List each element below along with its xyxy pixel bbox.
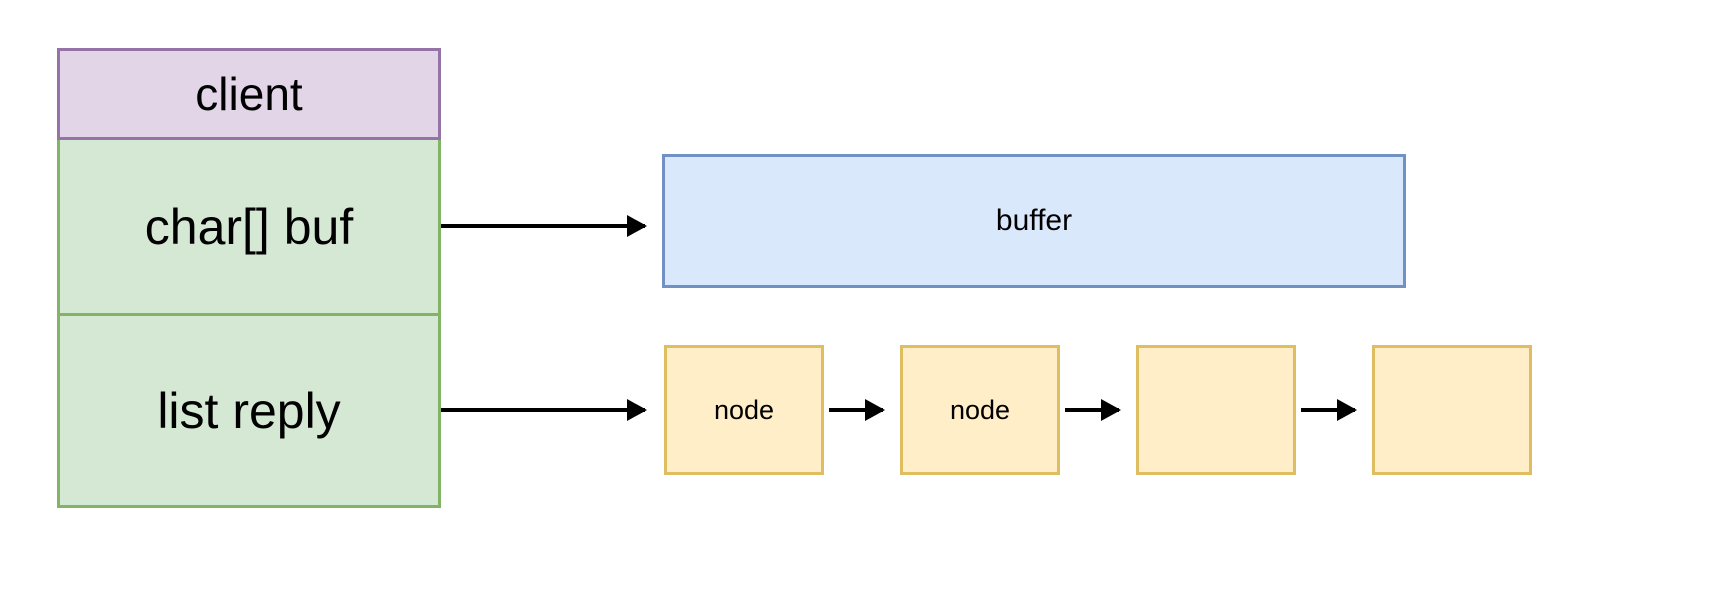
buffer-box: buffer [662, 154, 1406, 288]
client-struct: client char[] buf list reply [57, 48, 441, 508]
struct-title-client: client [57, 48, 441, 140]
arrow-node2-to-node3-icon [1065, 408, 1119, 412]
struct-field-list-reply: list reply [57, 316, 441, 508]
list-node-3 [1136, 345, 1296, 475]
list-node-1: node [664, 345, 824, 475]
list-node-4 [1372, 345, 1532, 475]
arrow-reply-to-node1-icon [441, 408, 645, 412]
list-node-2: node [900, 345, 1060, 475]
struct-field-char-buf: char[] buf [57, 140, 441, 316]
arrow-buf-to-buffer-icon [441, 224, 645, 228]
arrow-node3-to-node4-icon [1301, 408, 1355, 412]
arrow-node1-to-node2-icon [829, 408, 883, 412]
